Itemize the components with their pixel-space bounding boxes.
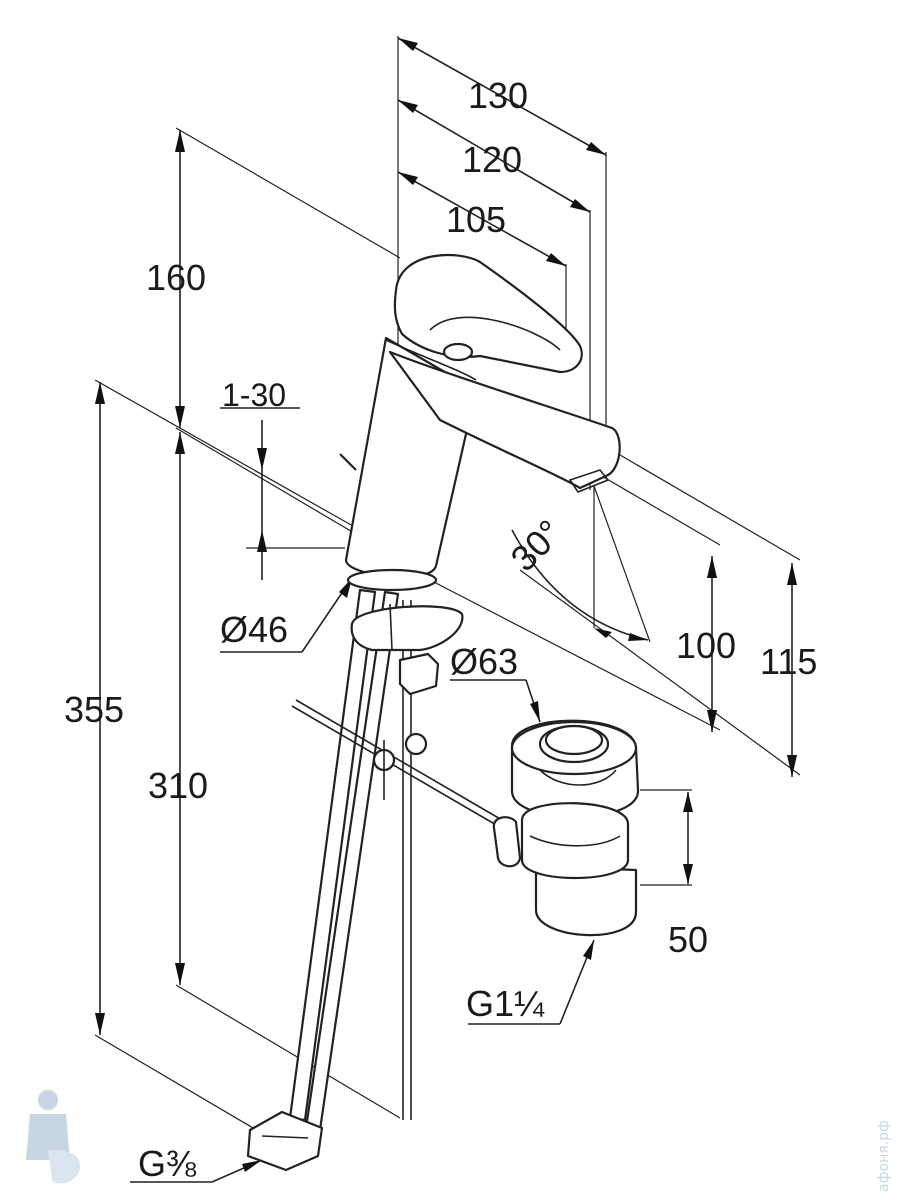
dim-355: 355 [64,689,124,730]
dim-160: 160 [146,257,206,298]
watermark-text: афоня.рф [876,1120,892,1192]
dim-g1-1-4: G1¼ [466,983,545,1024]
popup-waste [492,719,640,937]
hose-nut [246,1110,324,1172]
dim-30-deg: 30° [503,512,570,579]
dim-100: 100 [676,625,736,666]
extension-lines [94,36,801,1136]
dim-115: 115 [760,641,817,682]
dim-310: 310 [148,765,208,806]
dim-50: 50 [668,919,708,960]
dim-105: 105 [446,199,506,240]
waste-body [534,864,638,937]
flexible-hoses [288,588,412,1132]
spout [388,350,621,490]
dimension-lines [95,37,797,1183]
faucet [246,253,621,1172]
mounting-nut [398,652,440,696]
watermark-logo [26,1090,80,1184]
dim-o63: Ø63 [450,641,518,682]
dim-g3-8: G⅜ [138,1143,197,1184]
dim-1-30: 1-30 [222,377,286,413]
lever-handle [393,253,583,374]
waste-link [492,816,522,868]
dimension-labels: 130 120 105 160 1-30 30° Ø46 100 115 Ø63… [64,75,817,1184]
fixing-plate [350,605,464,652]
dim-120: 120 [462,139,522,180]
dim-130: 130 [468,75,528,116]
dim-o46: Ø46 [220,609,288,650]
